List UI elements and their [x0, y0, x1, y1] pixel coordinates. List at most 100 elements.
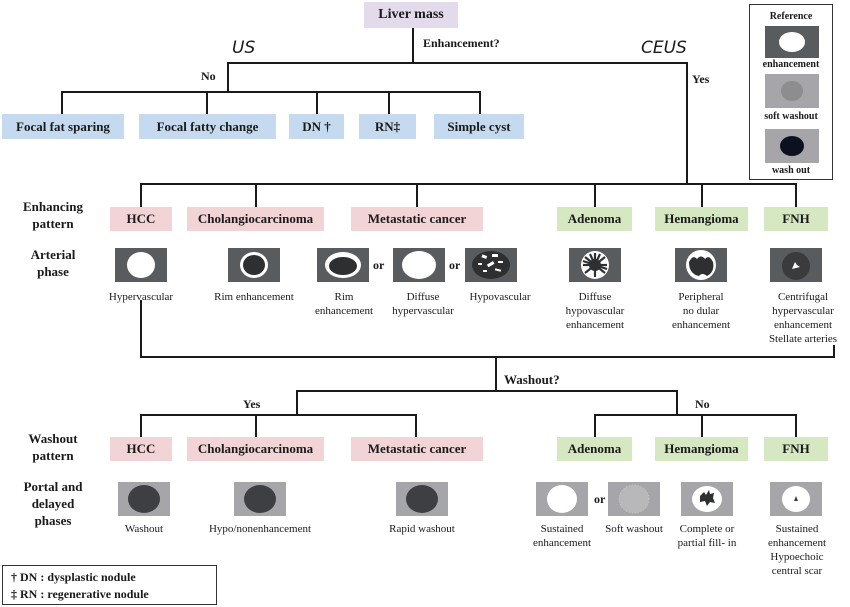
connector	[140, 183, 142, 207]
connector	[795, 414, 797, 438]
delayed-caption-adenoma-soft: Soft washout	[605, 523, 663, 535]
connector	[227, 62, 229, 92]
ceus-branch-label: CEUS	[641, 38, 687, 58]
legend-washout-swatch	[765, 129, 819, 163]
us-branch-label: US	[232, 38, 256, 58]
arterial-adenoma-image	[569, 248, 621, 282]
arterial-fnh-image	[770, 248, 822, 282]
enh-node-adenoma: Adenoma	[557, 207, 632, 231]
connector	[140, 300, 142, 357]
enh-node-hemangioma: Hemangioma	[655, 207, 748, 231]
legend-soft-washout-label: soft washout	[764, 111, 818, 122]
arterial-cholangio-rim-image	[228, 248, 280, 282]
connector	[795, 183, 797, 207]
connector	[140, 356, 835, 358]
delayed-adenoma-soft-washout-image	[608, 482, 660, 516]
connector	[61, 91, 481, 93]
or-label: or	[373, 258, 385, 272]
delayed-hcc-washout-image	[118, 482, 170, 516]
delayed-caption-cholangio: Hypo/nonenhancement	[208, 523, 312, 535]
wash-node-adenoma: Adenoma	[557, 437, 632, 461]
connector	[479, 91, 481, 115]
connector	[255, 183, 257, 207]
connector	[594, 414, 797, 416]
footnote-dn: † DN : dysplastic nodule	[11, 570, 136, 584]
arterial-caption-meta-diffuse: Diffuse hypervascular	[392, 291, 454, 317]
arterial-hemangioma-image	[675, 248, 727, 282]
us-outcome-rn: RN‡	[359, 114, 416, 139]
connector	[594, 183, 596, 207]
connector	[686, 62, 688, 184]
legend-enhancement-swatch	[765, 26, 819, 58]
connector	[206, 91, 208, 115]
connector	[388, 91, 390, 115]
delayed-meta-image	[396, 482, 448, 516]
enhancement-question: Enhancement?	[423, 36, 500, 50]
delayed-caption-meta: Rapid washout	[389, 523, 455, 535]
enh-node-hcc: HCC	[110, 207, 172, 231]
delayed-caption-hcc: Washout	[124, 523, 164, 535]
delayed-caption-hemangioma: Complete or partial fill- in	[677, 523, 737, 549]
arterial-caption-cholangio: Rim enhancement	[214, 291, 294, 303]
reference-legend: Reference enhancement soft washout wash …	[749, 4, 833, 180]
arterial-caption-meta-rim: Rim enhancement	[314, 291, 374, 317]
legend-washout-label: wash out	[771, 165, 811, 176]
row-label-enhancing-pattern: Enhancing pattern	[23, 199, 83, 231]
or-label: or	[449, 258, 461, 272]
us-outcome-dn: DN †	[289, 114, 344, 139]
connector	[227, 62, 688, 64]
row-label-arterial-phase: Arterial phase	[30, 247, 76, 279]
arterial-caption-hcc: Hypervascular	[108, 291, 174, 303]
arterial-meta-rim-image	[317, 248, 369, 282]
connector	[833, 345, 835, 357]
delayed-fnh-image	[770, 482, 822, 516]
legend-title: Reference	[769, 11, 813, 22]
connector	[140, 414, 142, 438]
connector	[61, 91, 63, 115]
arterial-hcc-hypervascular-image	[115, 248, 167, 282]
arterial-caption-meta-hypo: Hypovascular	[469, 291, 531, 303]
arterial-meta-hypovascular-image	[465, 248, 517, 282]
connector	[594, 414, 596, 438]
footnote-box: † DN : dysplastic nodule ‡ RN : regenera…	[2, 565, 217, 605]
arterial-meta-diffuse-image	[393, 248, 445, 282]
wash-node-hcc: HCC	[110, 437, 172, 461]
enh-node-cholangiocarcinoma: Cholangiocarcinoma	[187, 207, 324, 231]
delayed-caption-adenoma-sustained: Sustained enhancement	[532, 523, 592, 549]
no-enhancement-label: No	[201, 69, 216, 83]
connector	[701, 183, 703, 207]
arterial-caption-hemangioma: Peripheral no dular enhancement	[671, 291, 731, 331]
connector	[412, 28, 414, 64]
enh-node-fnh: FNH	[764, 207, 828, 231]
washout-no-label: No	[695, 397, 710, 411]
connector	[140, 183, 796, 185]
connector	[701, 414, 703, 438]
enh-node-metastatic-cancer: Metastatic cancer	[351, 207, 483, 231]
row-label-washout-pattern: Washout pattern	[28, 431, 78, 463]
wash-node-fnh: FNH	[764, 437, 828, 461]
washout-yes-label: Yes	[243, 397, 261, 411]
or-label: or	[594, 492, 606, 506]
connector	[140, 414, 417, 416]
delayed-caption-fnh: Sustained enhancement Hypoechoic central…	[767, 523, 827, 577]
delayed-cholangio-image	[234, 482, 286, 516]
delayed-hemangioma-image	[681, 482, 733, 516]
connector	[416, 183, 418, 207]
delayed-adenoma-sustained-image	[536, 482, 588, 516]
us-outcome-simple-cyst: Simple cyst	[434, 114, 524, 139]
wash-node-metastatic-cancer: Metastatic cancer	[351, 437, 483, 461]
root-node-liver-mass: Liver mass	[364, 2, 458, 28]
legend-soft-washout-swatch	[765, 74, 819, 108]
connector	[676, 390, 678, 415]
connector	[316, 91, 318, 115]
us-outcome-focal-fatty-change: Focal fatty change	[139, 114, 276, 139]
legend-enhancement-label: enhancement	[762, 59, 820, 70]
connector	[255, 414, 257, 438]
yes-enhancement-label: Yes	[692, 72, 710, 86]
connector	[296, 390, 678, 392]
row-label-portal-delayed: Portal and delayed phases	[23, 479, 83, 528]
footnote-rn: ‡ RN : regenerative nodule	[11, 587, 149, 601]
arterial-caption-adenoma: Diffuse hypovascular enhancement	[565, 291, 625, 331]
connector	[495, 356, 497, 391]
wash-node-cholangiocarcinoma: Cholangiocarcinoma	[187, 437, 324, 461]
